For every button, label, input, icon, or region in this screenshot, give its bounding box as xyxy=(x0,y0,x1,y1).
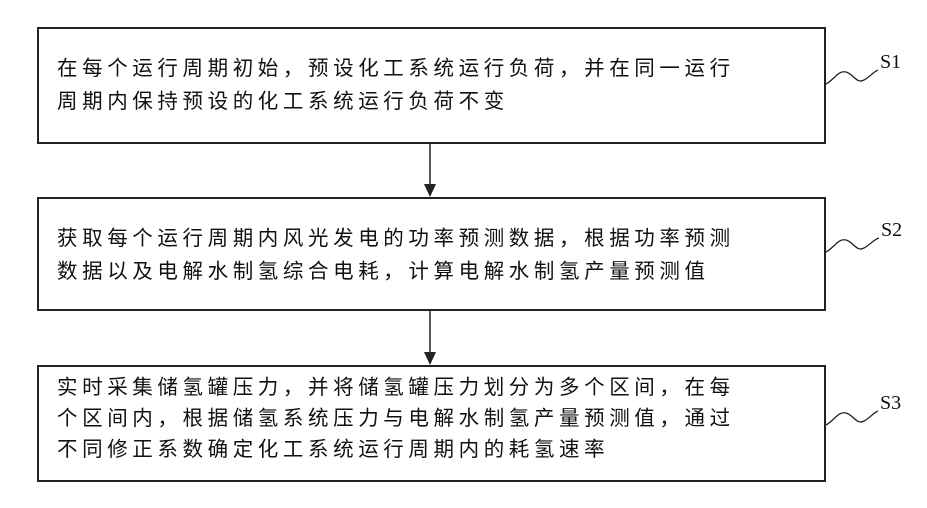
step-label-s2: S2 xyxy=(881,219,902,242)
step-label-s3: S3 xyxy=(880,392,901,415)
leader-line-s2 xyxy=(826,238,879,252)
arrow-s1-to-s2 xyxy=(424,144,436,197)
arrow-s2-to-s3 xyxy=(424,311,436,365)
leader-line-s1 xyxy=(826,70,878,84)
leader-line-s3 xyxy=(826,411,878,425)
step-label-s1: S1 xyxy=(880,51,901,74)
